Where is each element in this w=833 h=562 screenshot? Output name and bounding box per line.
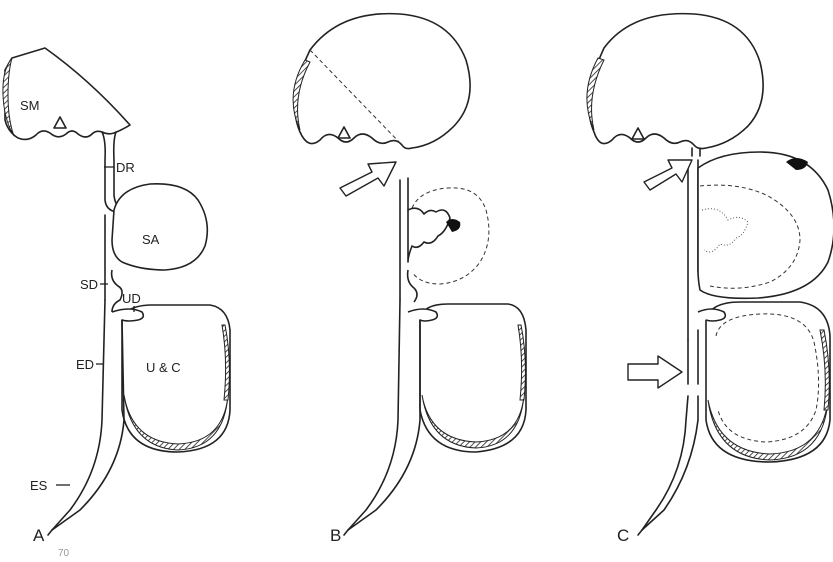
label-ud: UD — [122, 291, 141, 306]
panel-b-black-mass — [446, 219, 460, 232]
panel-a-sm-sac — [5, 48, 130, 139]
label-es: ES — [30, 478, 48, 493]
panel-b — [293, 14, 526, 535]
label-sm: SM — [20, 98, 40, 113]
panel-c-arrow-lower — [628, 356, 682, 388]
label-sa: SA — [142, 232, 160, 247]
label-sd: SD — [80, 277, 98, 292]
panel-a — [3, 48, 230, 535]
panel-c-sa-sac — [698, 152, 833, 298]
panel-c-top-sac — [589, 14, 763, 149]
panel-c-arrow-upper — [644, 160, 692, 190]
panel-a-sa-sac — [112, 184, 207, 270]
panel-b-label: B — [330, 526, 341, 545]
footer-mark: 70 — [58, 548, 70, 559]
panel-b-arrow — [340, 162, 396, 196]
label-dr: DR — [116, 160, 135, 175]
label-uc: U & C — [146, 360, 181, 375]
panel-c-label: C — [617, 526, 629, 545]
panel-c — [587, 14, 833, 535]
panel-b-top-sac — [295, 14, 470, 149]
label-ed: ED — [76, 357, 94, 372]
panel-a-label: A — [33, 526, 45, 545]
